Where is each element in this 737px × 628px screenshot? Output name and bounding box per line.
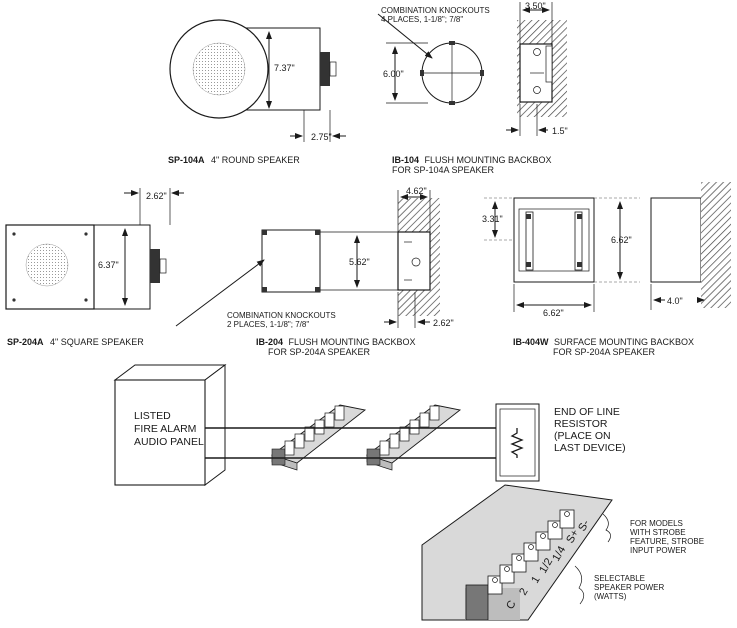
power-note-2: SPEAKER POWER [594,583,664,592]
ib-404w-model: IB-404W [513,337,549,347]
sp-104a-drawing: 7.37" 2.75" SP-104A 4" ROUND SPEAKER [168,19,346,165]
audio-panel-side [204,364,226,486]
ib-104-drawing: COMBINATION KNOCKOUTS 4 PLACES, 1-1/8"; … [377,1,568,175]
ib-104-knockout-note-1: COMBINATION KNOCKOUTS [381,6,490,15]
ib-204-knockout-note-1: COMBINATION KNOCKOUTS [227,311,336,320]
ib-404w-desc-1: SURFACE MOUNTING BACKBOX [554,337,694,347]
ib-404w-drawing: 3.31" 6.62" 6.62" 4.0" IB-404W SURFACE M… [482,182,731,357]
terminal-label-s-plus: S+ [564,528,581,546]
terminal-detail: S- S+ 1/4 1/2 1 2 C FOR MODELS WITH STRO… [421,484,704,621]
ib-404w-depth-dim: 4.0" [667,296,683,306]
eol-label-2: RESISTOR [554,418,608,430]
ib-404w-height-dim: 6.62" [611,235,632,245]
ib-104-desc-1: FLUSH MOUNTING BACKBOX [425,155,552,165]
power-brace [574,565,585,605]
sp-104a-model: SP-104A [168,155,205,165]
terminal-label-two: 2 [517,586,530,597]
ib-204-depth-dim: 2.62" [433,318,454,328]
ib-204-drawing: 4.62" 5.62" 2.62" COMBINATION KNOCKOUTS … [175,186,454,357]
speaker-terminal-strip-2 [366,404,462,471]
sp-104a-depth-dim: 2.75" [311,132,332,142]
sp-104a-terminal-block [320,52,330,86]
detail-terminal-block [465,584,489,621]
sp-204a-caption: SP-204A 4" SQUARE SPEAKER [7,337,144,347]
audio-panel-label-3: AUDIO PANEL [134,436,204,448]
sp-104a-grille [192,42,246,96]
sp-104a-caption: SP-104A 4" ROUND SPEAKER [168,155,300,165]
wiring-diagram: LISTED FIRE ALARM AUDIO PANEL [113,364,626,486]
ib-404w-caption-2: FOR SP-204A SPEAKER [553,347,656,357]
ib-104-width-dim: 3.50" [525,1,546,11]
sp-204a-model: SP-204A [7,337,44,347]
strobe-note-4: INPUT POWER [630,546,687,555]
terminal-label-one: 1 [529,574,542,585]
ib-204-model: IB-204 [256,337,283,347]
ib-104-caption-2: FOR SP-104A SPEAKER [392,165,495,175]
strobe-brace [602,513,611,543]
sp-204a-terminal-block [150,249,160,283]
sp-204a-desc: 4" SQUARE SPEAKER [50,337,144,347]
ib-104-side-dim: 1.5" [552,126,568,136]
speaker-terminal-strip-1 [271,404,367,471]
detail-screw-terminals [487,509,575,595]
ib-404w-inner-dim: 3.31" [482,214,503,224]
eol-label-1: END OF LINE [554,406,620,418]
eol-label-4: LAST DEVICE) [554,442,626,454]
ib-104-caption-1: IB-104 FLUSH MOUNTING BACKBOX [392,155,552,165]
resistor-symbol [510,428,524,458]
strobe-note-1: FOR MODELS [630,519,683,528]
ib-204-caption-1: IB-204 FLUSH MOUNTING BACKBOX [256,337,416,347]
audio-panel-label-2: FIRE ALARM [134,423,196,435]
ib-404w-width-dim: 6.62" [543,308,564,318]
ib-204-front [261,229,321,293]
eol-label-3: (PLACE ON [554,430,611,442]
sp-104a-desc: 4" ROUND SPEAKER [211,155,300,165]
audio-panel-label-1: LISTED [134,410,171,422]
ib-204-knockout-note-2: 2 PLACES, 1-1/8"; 7/8" [227,320,309,329]
strobe-note-3: FEATURE, STROBE [630,537,704,546]
ib-404w-caption-1: IB-404W SURFACE MOUNTING BACKBOX [513,337,694,347]
strobe-note-2: WITH STROBE [630,528,686,537]
ib-204-desc-1: FLUSH MOUNTING BACKBOX [289,337,416,347]
power-note-3: (WATTS) [594,592,627,601]
ib-104-knockout-note-2: 4 PLACES, 1-1/8"; 7/8" [381,15,463,24]
ib-104-height-dim: 6.00" [383,69,404,79]
power-note-1: SELECTABLE [594,574,645,583]
ib-104-model: IB-104 [392,155,419,165]
ib-404w-wall-hatch [701,182,731,308]
sp-104a-height-dim: 7.37" [274,63,295,73]
sp-204a-grille [25,243,69,287]
ib-204-caption-2: FOR SP-204A SPEAKER [268,347,371,357]
ib-404w-side [650,197,702,283]
sp-204a-depth-dim: 2.62" [146,191,167,201]
ib-204-box-side [397,231,431,291]
ib-204-height-dim: 5.62" [349,257,370,267]
sp-204a-height-dim: 6.37" [98,260,119,270]
audio-panel [114,379,206,486]
ib-204-width-dim: 4.62" [406,186,427,196]
sp-204a-drawing: 2.62" 6.37" SP-204A 4" SQUARE SPEAKER [5,188,184,347]
